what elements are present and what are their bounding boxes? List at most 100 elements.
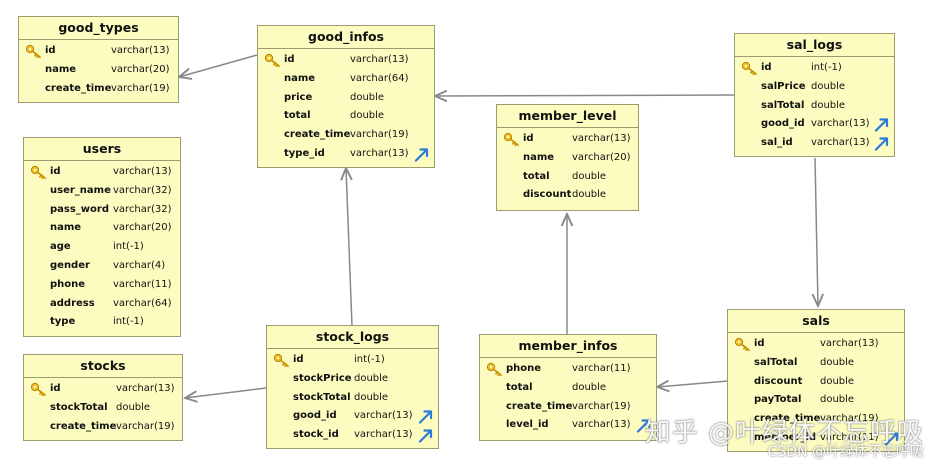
column-row[interactable]: good_id varchar(13) <box>267 407 438 426</box>
column-type: double <box>811 80 846 92</box>
primary-key-icon <box>30 165 48 180</box>
column-name: stock_id <box>293 429 339 441</box>
column-name: type <box>50 316 76 328</box>
foreign-key-icon <box>874 136 889 151</box>
column-type: varchar(20) <box>111 63 170 75</box>
column-name: good_id <box>761 118 805 130</box>
column-type: varchar(19) <box>111 82 170 94</box>
column-name: payTotal <box>754 394 802 406</box>
column-type: varchar(13) <box>111 45 170 56</box>
column-name: type_id <box>284 147 325 159</box>
table-title: good_types <box>19 17 178 40</box>
column-type: varchar(13) <box>116 383 175 394</box>
column-name: create_time <box>45 82 112 94</box>
column-type: double <box>572 189 607 201</box>
column-name: create_time <box>754 413 821 425</box>
column-type: varchar(13) <box>350 147 409 159</box>
foreign-key-icon <box>636 418 651 433</box>
column-name: create_time <box>284 129 351 141</box>
column-row[interactable]: stock_id varchar(13) <box>267 426 438 445</box>
column-name: stockTotal <box>50 401 108 413</box>
column-type: varchar(19) <box>350 129 409 141</box>
column-name: salPrice <box>761 80 806 92</box>
column-type: varchar(11) <box>820 431 879 443</box>
column-name: total <box>284 110 311 122</box>
column-name: id <box>523 133 534 144</box>
column-type: varchar(13) <box>820 338 879 349</box>
column-name: price <box>284 91 313 103</box>
column-type: varchar(13) <box>354 410 413 422</box>
column-type: double <box>354 372 389 384</box>
column-name: stockTotal <box>293 391 351 403</box>
column-row[interactable]: id varchar(13) <box>24 163 180 182</box>
column-type: varchar(13) <box>354 429 413 441</box>
column-type: double <box>572 170 607 182</box>
column-name: salTotal <box>761 99 805 111</box>
column-type: double <box>811 99 846 111</box>
table-title: member_infos <box>480 335 656 358</box>
column-name: id <box>45 45 56 56</box>
watermark-csdn: CSDN @叶绿体不忘呼吸 <box>767 444 924 460</box>
column-row[interactable]: id varchar(13) <box>19 42 178 61</box>
column-name: pass_word <box>50 203 110 215</box>
column-row[interactable]: salPrice double <box>735 78 894 97</box>
column-name: good_id <box>293 410 337 422</box>
column-type: varchar(20) <box>572 151 631 163</box>
column-name: level_id <box>506 419 549 431</box>
column-name: id <box>50 166 61 177</box>
column-row[interactable]: type_id varchar(13) <box>258 145 434 164</box>
column-type: varchar(13) <box>113 166 172 177</box>
column-row[interactable]: salTotal double <box>735 97 894 116</box>
primary-key-icon <box>741 61 759 76</box>
connector-sals-to-member-infos <box>657 381 729 387</box>
table-title: stocks <box>24 355 182 378</box>
